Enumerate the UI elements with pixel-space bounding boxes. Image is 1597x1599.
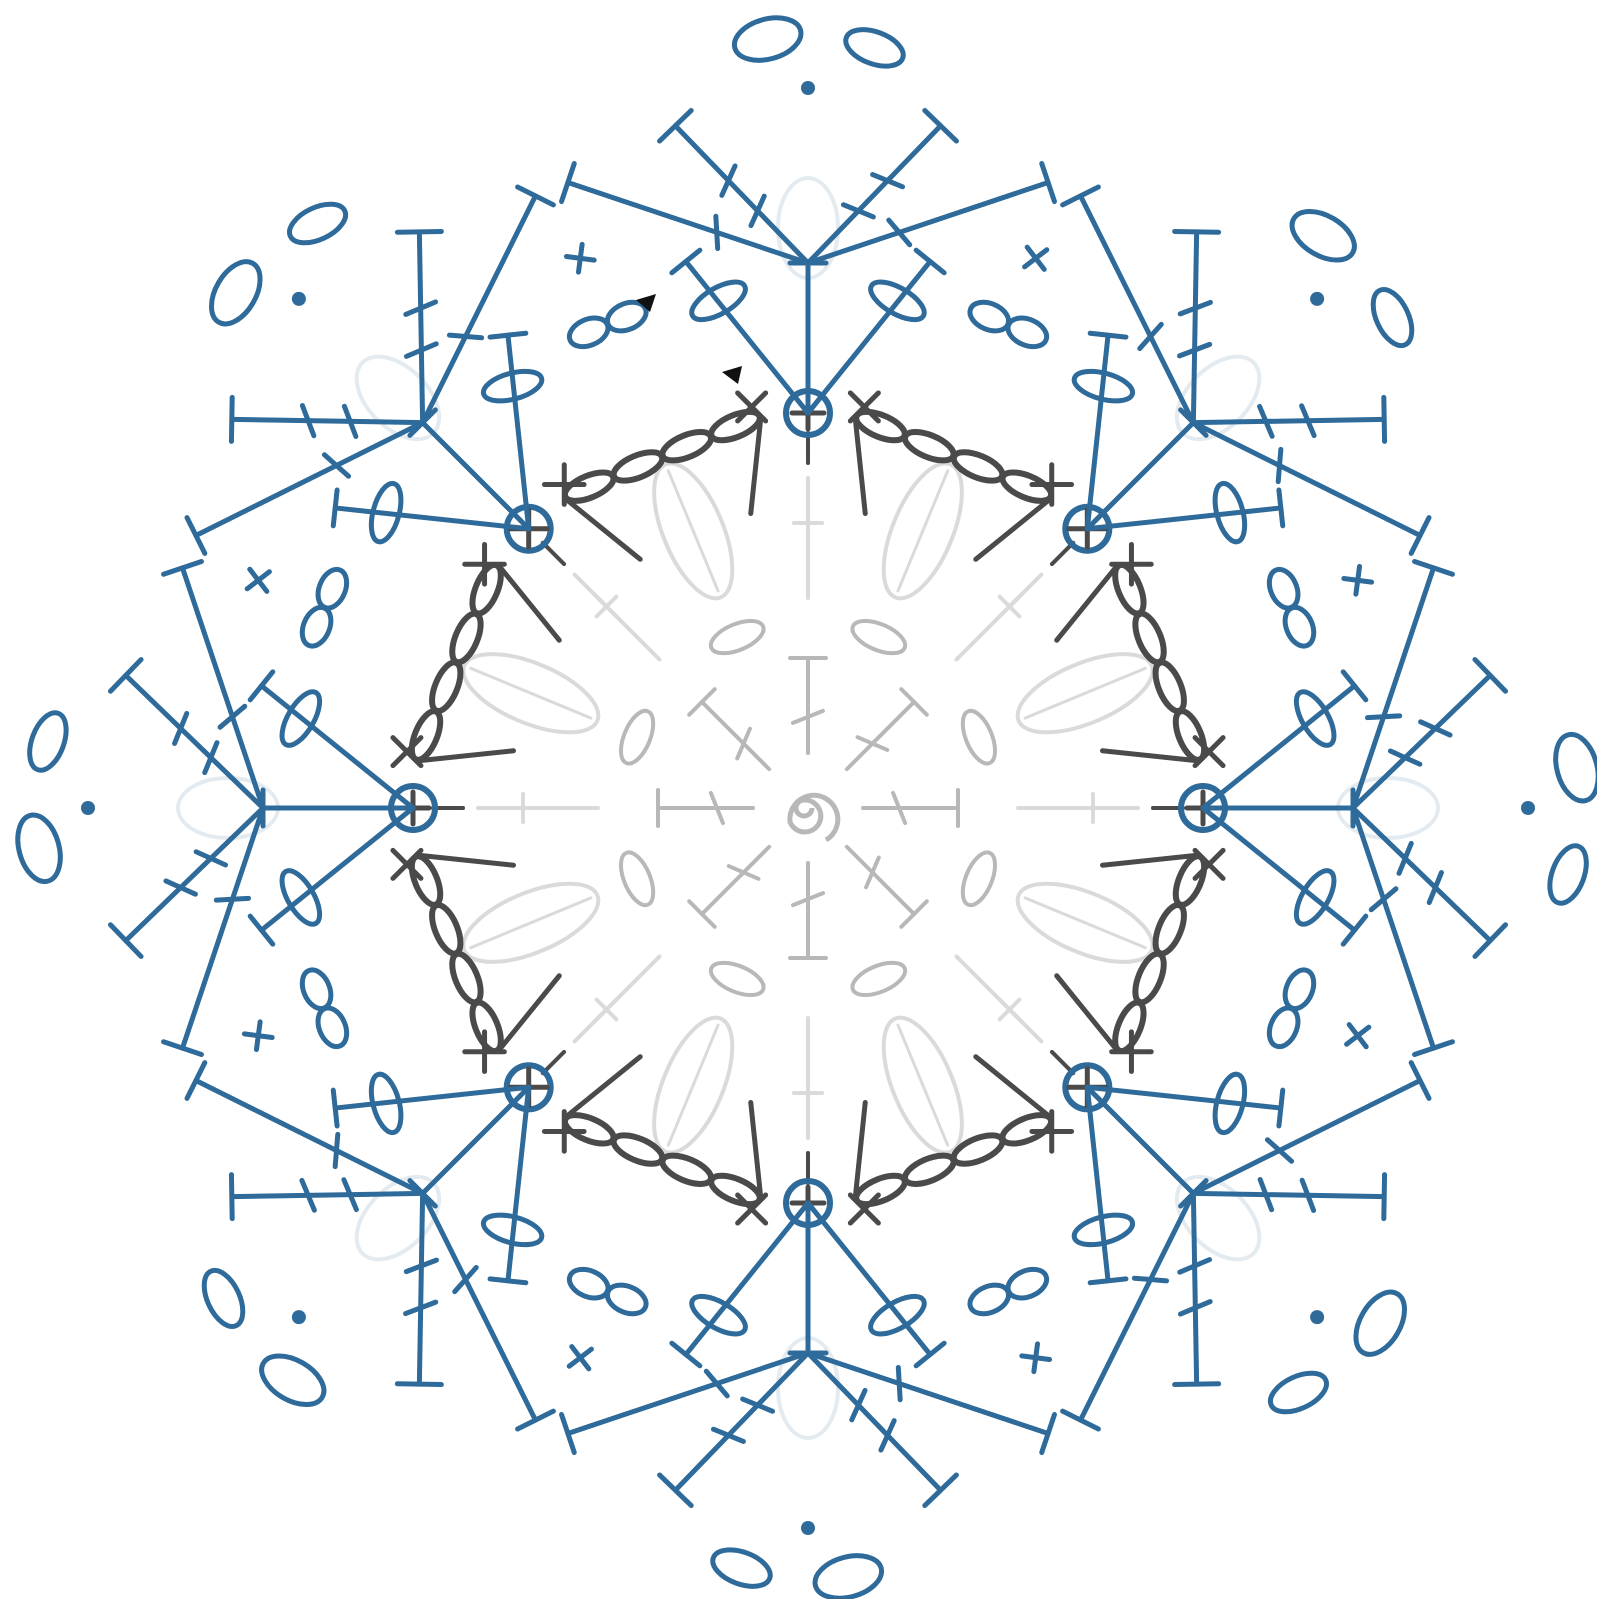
stitch-top-bar [1175, 231, 1219, 232]
stitch-post [1193, 232, 1196, 423]
stitch-top-bar [1175, 1384, 1219, 1385]
slip-stitch-dot [1310, 1310, 1324, 1324]
stitch-tick [216, 898, 248, 900]
stitch-top-bar [397, 231, 441, 232]
slip-stitch-dot [1310, 292, 1324, 306]
stitch-post [232, 419, 423, 422]
stitch-post [232, 1193, 423, 1196]
stitch-post [1193, 1193, 1196, 1384]
stitch-post [419, 1193, 422, 1384]
stitch-tick [335, 1134, 338, 1166]
stitch-top-bar [1384, 397, 1385, 441]
stitch-tick [1278, 449, 1281, 481]
slip-stitch-dot [81, 801, 95, 815]
stitch-tick [449, 335, 481, 338]
stitch-top-bar [231, 397, 232, 441]
stitch-post [419, 232, 422, 423]
stitch-post [1193, 419, 1384, 422]
slip-stitch-dot [801, 81, 815, 95]
stitch-top-bar [397, 1384, 441, 1385]
stitch-tick [898, 1367, 900, 1399]
stitch-top-bar [231, 1175, 232, 1219]
stitch-top-bar [1384, 1175, 1385, 1219]
slip-stitch-dot [292, 1310, 306, 1324]
stitch-tick [716, 216, 718, 248]
stitch-post [1193, 1193, 1384, 1196]
stitch-tick [1367, 716, 1399, 718]
slip-stitch-dot [292, 292, 306, 306]
slip-stitch-dot [801, 1521, 815, 1535]
stitch-tick [1134, 1278, 1166, 1281]
slip-stitch-dot [1521, 801, 1535, 815]
